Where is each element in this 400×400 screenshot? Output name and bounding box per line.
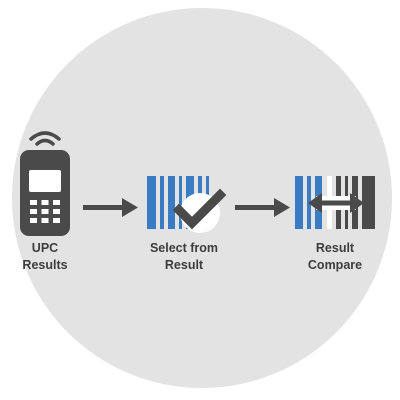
- arrow-right-icon: [235, 198, 290, 217]
- wireless-signal-icon: [29, 131, 61, 146]
- double-arrow-icon: [308, 193, 364, 213]
- scanner-screen: [29, 170, 61, 192]
- scanner-device-icon: [20, 131, 70, 236]
- step-label-upc-results: UPC Results: [22, 241, 68, 272]
- step-label-select-from-result: Select from Result: [149, 241, 219, 272]
- step-label-result-compare: Result Compare: [307, 241, 363, 272]
- scanner-body: [20, 150, 70, 236]
- scanner-keypad: [30, 200, 60, 223]
- arrow-right-icon: [83, 198, 138, 217]
- barcode-compare-icon: [295, 176, 375, 229]
- barcode-check-icon: [147, 176, 227, 233]
- checkmark-icon: [172, 188, 227, 230]
